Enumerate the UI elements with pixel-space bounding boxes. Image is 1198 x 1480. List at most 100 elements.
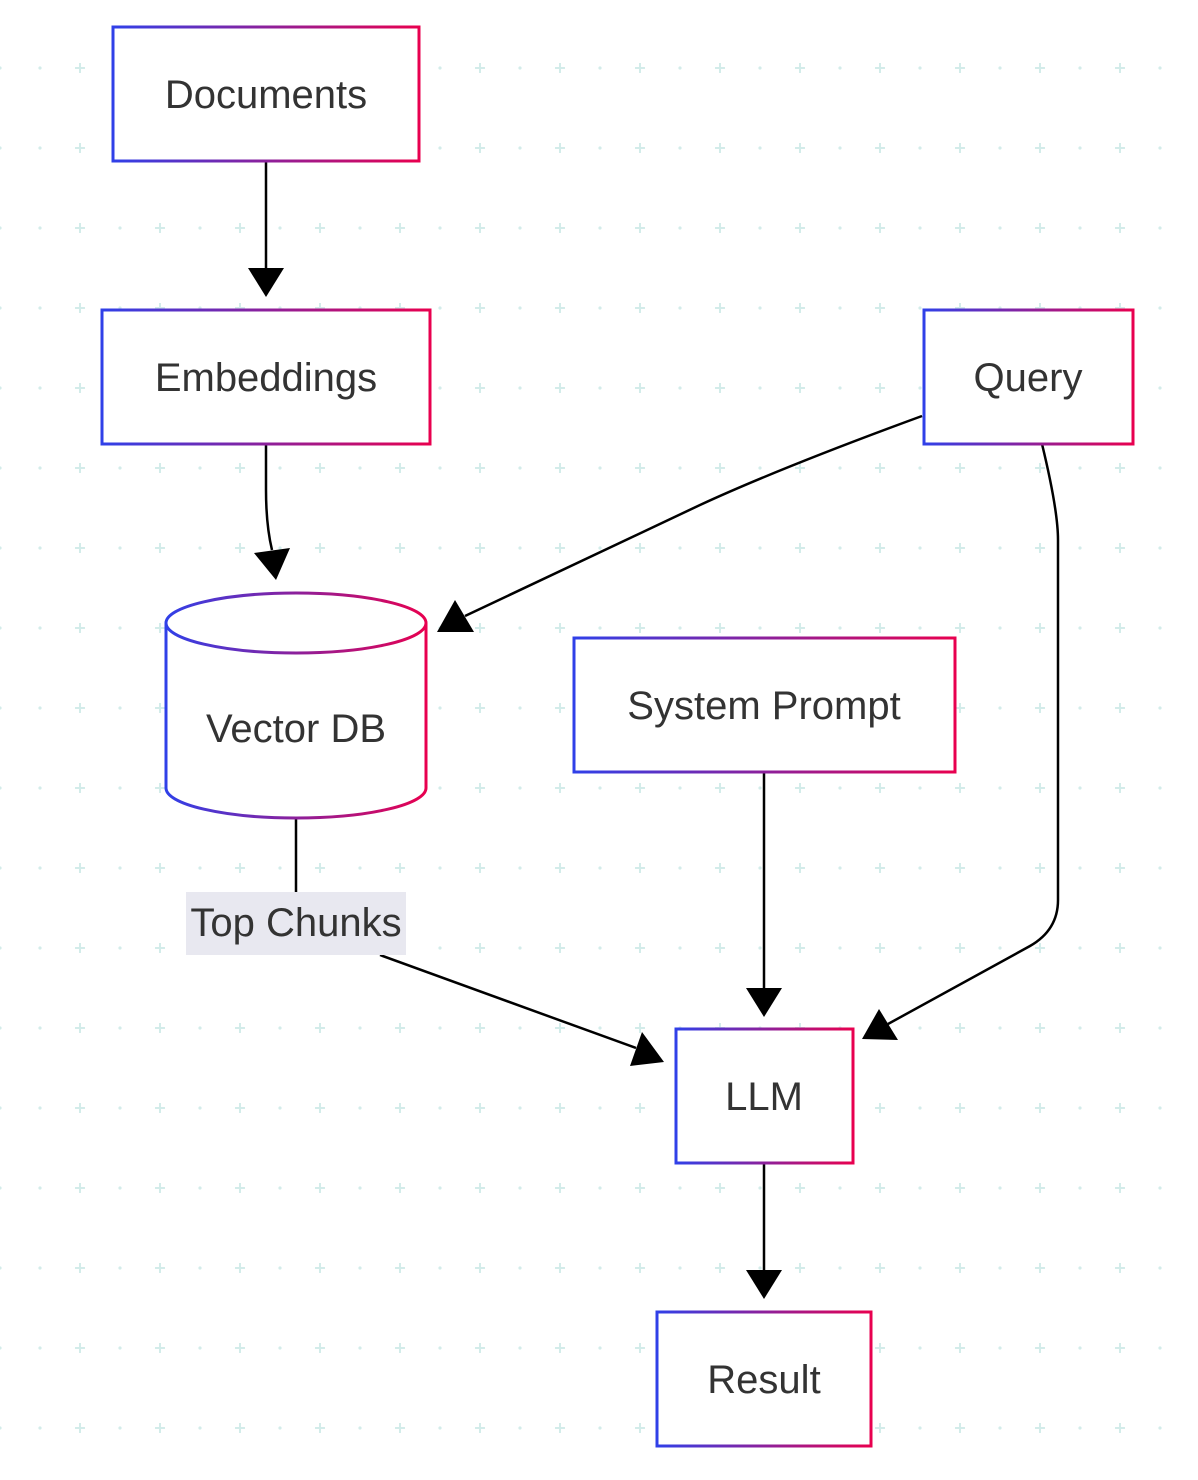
grid-dot bbox=[918, 1026, 922, 1030]
grid-dot bbox=[758, 946, 762, 950]
grid-dot bbox=[678, 1186, 682, 1190]
grid-plus-mark bbox=[1035, 463, 1045, 473]
grid-dot bbox=[998, 1026, 1002, 1030]
grid-plus-mark bbox=[235, 1023, 245, 1033]
grid-plus-mark bbox=[955, 143, 965, 153]
grid-plus-mark bbox=[955, 1423, 965, 1433]
edge-embeddings-to-vector-db bbox=[254, 444, 290, 580]
grid-dot bbox=[1158, 1426, 1162, 1430]
grid-plus-mark bbox=[555, 863, 565, 873]
grid-plus-mark bbox=[75, 383, 85, 393]
grid-plus-mark bbox=[795, 1263, 805, 1273]
grid-dot bbox=[1158, 1266, 1162, 1270]
grid-plus-mark bbox=[155, 783, 165, 793]
grid-plus-mark bbox=[715, 543, 725, 553]
grid-dot bbox=[518, 706, 522, 710]
grid-dot bbox=[918, 466, 922, 470]
grid-dot bbox=[1078, 946, 1082, 950]
grid-dot bbox=[0, 1266, 2, 1270]
grid-dot bbox=[918, 306, 922, 310]
grid-plus-mark bbox=[715, 383, 725, 393]
grid-dot bbox=[678, 946, 682, 950]
grid-plus-mark bbox=[155, 1103, 165, 1113]
grid-dot bbox=[678, 226, 682, 230]
grid-dot bbox=[198, 1186, 202, 1190]
grid-dot bbox=[1078, 66, 1082, 70]
grid-dot bbox=[838, 146, 842, 150]
grid-plus-mark bbox=[235, 1423, 245, 1433]
grid-plus-mark bbox=[315, 1103, 325, 1113]
grid-dot bbox=[678, 866, 682, 870]
node-result[interactable]: Result bbox=[655, 1310, 873, 1448]
grid-dot bbox=[918, 146, 922, 150]
grid-plus-mark bbox=[1115, 63, 1125, 73]
grid-plus-mark bbox=[955, 1183, 965, 1193]
grid-dot bbox=[438, 946, 442, 950]
grid-dot bbox=[1078, 1026, 1082, 1030]
arrow-head bbox=[746, 988, 782, 1017]
grid-dot bbox=[598, 66, 602, 70]
node-result-label: Result bbox=[707, 1358, 820, 1402]
grid-dot bbox=[438, 226, 442, 230]
grid-dot bbox=[278, 1346, 282, 1350]
grid-plus-mark bbox=[75, 943, 85, 953]
grid-dot bbox=[998, 1426, 1002, 1430]
node-query[interactable]: Query bbox=[922, 308, 1135, 446]
grid-plus-mark bbox=[75, 543, 85, 553]
grid-plus-mark bbox=[795, 463, 805, 473]
grid-dot bbox=[998, 1106, 1002, 1110]
grid-dot bbox=[758, 306, 762, 310]
grid-dot bbox=[518, 1346, 522, 1350]
node-embeddings[interactable]: Embeddings bbox=[100, 308, 432, 446]
grid-plus-mark bbox=[315, 1183, 325, 1193]
grid-dot bbox=[438, 1266, 442, 1270]
grid-dot bbox=[118, 866, 122, 870]
grid-plus-mark bbox=[795, 543, 805, 553]
grid-dot bbox=[518, 626, 522, 630]
grid-dot bbox=[198, 1106, 202, 1110]
grid-dot bbox=[838, 866, 842, 870]
grid-dot bbox=[1078, 1106, 1082, 1110]
grid-dot bbox=[118, 1186, 122, 1190]
grid-plus-mark bbox=[795, 783, 805, 793]
grid-plus-mark bbox=[1035, 1103, 1045, 1113]
node-system-prompt[interactable]: System Prompt bbox=[572, 636, 957, 774]
grid-plus-mark bbox=[155, 543, 165, 553]
grid-dot bbox=[38, 946, 42, 950]
grid-plus-mark bbox=[475, 623, 485, 633]
grid-dot bbox=[1158, 466, 1162, 470]
node-documents[interactable]: Documents bbox=[111, 25, 421, 163]
grid-dot bbox=[1078, 866, 1082, 870]
node-llm[interactable]: LLM bbox=[674, 1027, 855, 1165]
grid-plus-mark bbox=[795, 623, 805, 633]
grid-dot bbox=[0, 1026, 2, 1030]
grid-plus-mark bbox=[715, 223, 725, 233]
grid-plus-mark bbox=[1035, 1423, 1045, 1433]
grid-plus-mark bbox=[635, 943, 645, 953]
grid-plus-mark bbox=[475, 383, 485, 393]
grid-plus-mark bbox=[875, 1343, 885, 1353]
grid-dot bbox=[678, 386, 682, 390]
grid-plus-mark bbox=[795, 863, 805, 873]
grid-plus-mark bbox=[795, 383, 805, 393]
grid-dot bbox=[0, 866, 2, 870]
grid-dot bbox=[598, 386, 602, 390]
grid-dot bbox=[118, 706, 122, 710]
grid-dot bbox=[38, 306, 42, 310]
grid-dot bbox=[438, 466, 442, 470]
grid-dot bbox=[118, 1026, 122, 1030]
grid-plus-mark bbox=[795, 63, 805, 73]
grid-plus-mark bbox=[955, 863, 965, 873]
grid-plus-mark bbox=[555, 1343, 565, 1353]
grid-plus-mark bbox=[955, 1343, 965, 1353]
grid-dot bbox=[0, 946, 2, 950]
arrow-head bbox=[862, 1009, 898, 1040]
grid-dot bbox=[518, 866, 522, 870]
edge-llm-to-result bbox=[746, 1163, 782, 1299]
node-vector-db[interactable]: Vector DB bbox=[164, 591, 428, 820]
grid-dot bbox=[998, 706, 1002, 710]
grid-dot bbox=[518, 1186, 522, 1190]
grid-plus-mark bbox=[875, 623, 885, 633]
grid-plus-mark bbox=[315, 1343, 325, 1353]
grid-dot bbox=[918, 626, 922, 630]
